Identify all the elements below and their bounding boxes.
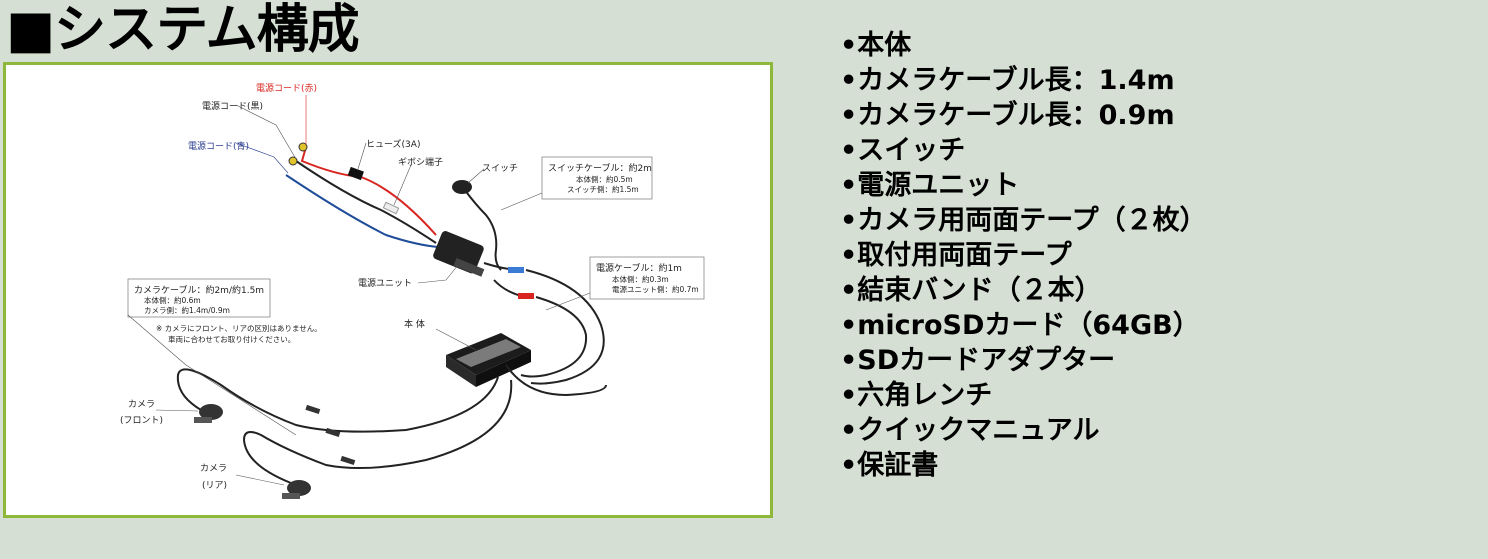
power-unit xyxy=(433,231,485,277)
contents-list: •本体 •カメラケーブル長：1.4m •カメラケーブル長：0.9m •スイッチ … xyxy=(840,28,1207,483)
label-camera-cable-body: 本体側：約0.6m xyxy=(144,295,201,305)
label-camera-cable: カメラケーブル：約2m/約1.5m xyxy=(134,284,264,296)
wiring-diagram: 電源コード(赤) 電源コード(黒) 電源コード(青) ヒューズ(3A) ギボシ端… xyxy=(120,83,705,499)
label-power-cable-unit: 電源ユニット側：約0.7m xyxy=(612,284,699,294)
camera-cable-box xyxy=(127,278,271,318)
switch-cable-box xyxy=(541,156,653,200)
list-item: •スイッチ xyxy=(840,135,966,166)
label-power-black: 電源コード(黒) xyxy=(202,101,263,112)
label-power-unit: 電源ユニット xyxy=(358,278,412,289)
label-gibosi: ギボシ端子 xyxy=(398,156,443,168)
list-item: •六角レンチ xyxy=(840,380,993,411)
switch-extension xyxy=(525,269,605,385)
list-item: •結束バンド（２本） xyxy=(840,275,1102,306)
label-switch: スイッチ xyxy=(482,163,518,174)
black-terminal xyxy=(288,156,298,166)
fuse-holder xyxy=(347,166,364,181)
label-camera-front-sub: (フロント) xyxy=(120,416,163,426)
list-item: •カメラケーブル長：1.4m xyxy=(840,65,1175,96)
power-cable-box xyxy=(589,256,705,300)
list-item: •クイックマニュアル xyxy=(840,415,1100,446)
rear-camera-cable xyxy=(242,379,513,484)
label-switch-cable-switch: スイッチ側：約1.5m xyxy=(567,184,639,194)
label-camera-rear: カメラ xyxy=(200,463,227,474)
label-body: 本 体 xyxy=(404,318,425,330)
gibosi-connector xyxy=(382,201,400,215)
label-note-1: ※ カメラにフロント、リアの区別はありません。 xyxy=(156,324,322,333)
label-note-2: 車両に合わせてお取り付けください。 xyxy=(168,334,295,344)
switch-device xyxy=(452,180,472,194)
blue-connector xyxy=(508,267,524,273)
black-power-cord xyxy=(295,160,437,244)
list-item: •microSDカード（64GB） xyxy=(840,310,1200,341)
power-cable xyxy=(520,296,588,378)
list-item: •本体 xyxy=(840,30,912,61)
main-body xyxy=(446,333,531,387)
red-terminal xyxy=(298,142,308,152)
blue-power-cord xyxy=(285,174,439,248)
page-title: ■システム構成 xyxy=(6,0,360,60)
switch-cable xyxy=(463,188,502,271)
label-power-blue: 電源コード(青) xyxy=(188,140,249,152)
label-power-cable: 電源ケーブル：約1m xyxy=(596,262,682,274)
label-camera-rear-sub: (リア) xyxy=(202,481,227,491)
label-switch-cable-body: 本体側：約0.5m xyxy=(576,174,633,184)
red-connector xyxy=(518,293,534,299)
front-camera xyxy=(194,404,223,423)
system-diagram: 電源コード(赤) 電源コード(黒) 電源コード(青) ヒューズ(3A) ギボシ端… xyxy=(3,62,773,518)
list-item: •SDカードアダプター xyxy=(840,345,1116,376)
label-power-cable-body: 本体側：約0.3m xyxy=(612,274,669,284)
label-camera-front: カメラ xyxy=(128,399,155,410)
list-item: •電源ユニット xyxy=(840,170,1020,201)
list-item: •カメラケーブル長：0.9m xyxy=(840,100,1175,131)
front-camera-cable xyxy=(176,368,499,433)
rear-camera xyxy=(282,480,311,499)
list-item: •カメラ用両面テープ（２枚） xyxy=(840,205,1207,236)
label-switch-cable: スイッチケーブル：約2m xyxy=(548,162,652,174)
label-fuse: ヒューズ(3A) xyxy=(366,138,420,150)
list-item: •取付用両面テープ xyxy=(840,240,1072,271)
list-item: •保証書 xyxy=(840,450,939,481)
label-power-red: 電源コード(赤) xyxy=(256,83,317,94)
label-camera-cable-camera: カメラ側：約1.4m/0.9m xyxy=(144,305,230,315)
